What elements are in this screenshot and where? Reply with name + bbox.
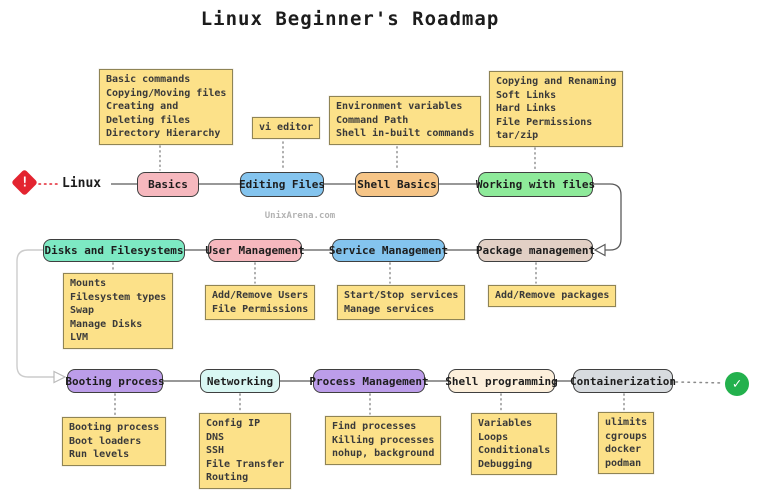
note-process-management: Find processes Killing processes nohup, … (325, 416, 442, 465)
node-process-management: Process Management (309, 369, 429, 393)
done-check-icon: ✓ (725, 372, 749, 396)
note-shell-basics: Environment variables Command Path Shell… (329, 96, 482, 145)
arrowhead-booting-process (53, 370, 67, 384)
watermark: UnixArena.com (264, 211, 336, 221)
check-glyph: ✓ (732, 376, 742, 392)
note-disks: Mounts Filesystem types Swap Manage Disk… (63, 273, 174, 349)
note-editing-files: vi editor (252, 117, 321, 139)
note-basics: Basic commands Copying/Moving files Crea… (99, 69, 234, 145)
page-title: Linux Beginner's Roadmap (200, 8, 500, 30)
node-service-management: Service Management (329, 239, 448, 262)
node-basics: Basics (137, 172, 199, 197)
connector-row2-to-row3 (16, 249, 54, 378)
node-shell-basics: Shell Basics (355, 172, 439, 197)
connector-row1-to-row2 (593, 183, 622, 251)
arrowhead-package-management (593, 243, 606, 257)
connector-done-dotted (675, 381, 724, 384)
note-networking: Config IP DNS SSH File Transfer Routing (199, 413, 292, 489)
note-user-management: Add/Remove Users File Permissions (205, 285, 316, 320)
note-working-with-files: Copying and Renaming Soft Links Hard Lin… (489, 71, 624, 147)
note-containerization: ulimits cgroups docker podman (598, 412, 655, 474)
node-booting-process: Booting process (65, 369, 165, 393)
start-label: Linux (62, 176, 102, 191)
start-alert-icon: ! (11, 169, 38, 196)
node-editing-files: Editing Files (239, 172, 325, 197)
node-networking: Networking (200, 369, 280, 393)
node-shell-programming: Shell programming (445, 369, 558, 393)
note-package-management: Add/Remove packages (488, 285, 617, 307)
exclamation-glyph: ! (20, 174, 29, 190)
node-user-management: User Management (205, 239, 305, 262)
note-booting-process: Booting process Boot loaders Run levels (62, 417, 167, 466)
node-package-management: Package management (476, 239, 595, 262)
node-containerization: Containerization (570, 369, 676, 393)
note-service-management: Start/Stop services Manage services (337, 285, 466, 320)
node-disks-and-filesystems: Disks and Filesystems (43, 239, 185, 262)
note-shell-programming: Variables Loops Conditionals Debugging (471, 413, 558, 475)
node-working-with-files: Working with files (476, 172, 595, 197)
